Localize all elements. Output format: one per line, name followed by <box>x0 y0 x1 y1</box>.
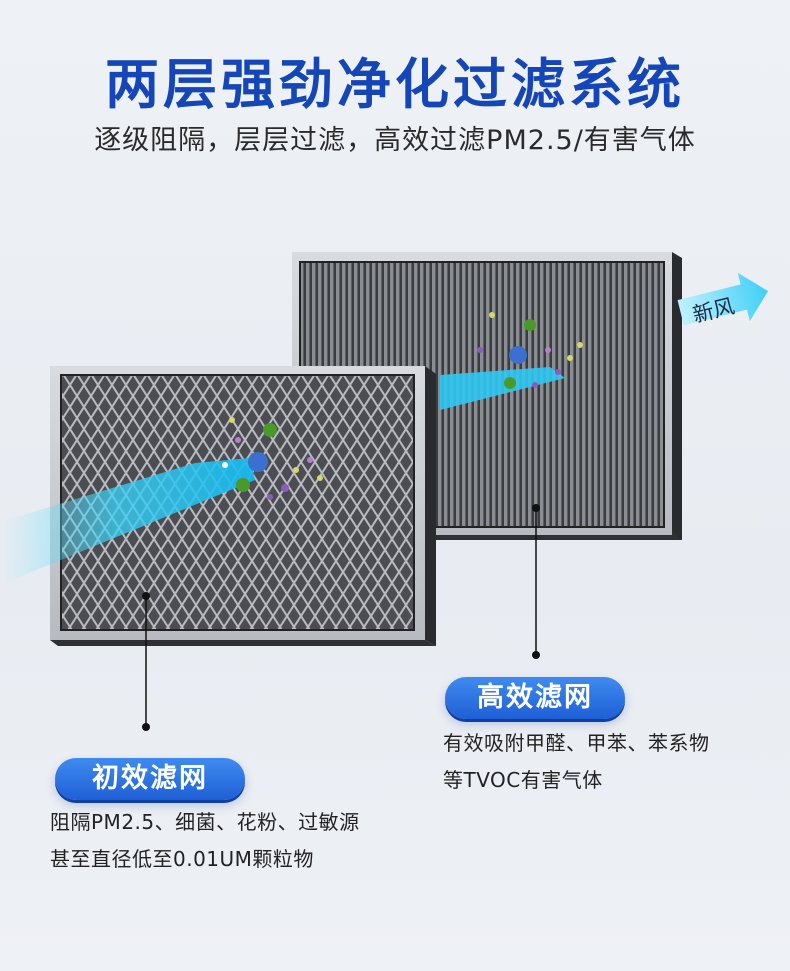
hepa-filter-badge: 高效滤网 <box>445 677 625 719</box>
fresh-air-arrow <box>677 272 769 326</box>
page-title: 两层强劲净化过滤系统 <box>105 53 685 116</box>
airflow-beam-front <box>0 458 255 585</box>
primary-desc-line: 甚至直径低至0.01UM颗粒物 <box>50 847 314 871</box>
primary-desc-line: 阻隔PM2.5、细菌、花粉、过敏源 <box>50 810 360 834</box>
page-subtitle: 逐级阻隔，层层过滤，高效过滤PM2.5/有害气体 <box>94 125 696 156</box>
hepa-desc-line: 有效吸附甲醛、甲苯、苯系物 <box>443 731 710 755</box>
particles-back <box>477 312 583 389</box>
hepa-leader-line <box>532 504 540 659</box>
primary-filter-panel <box>50 366 436 646</box>
hepa-desc-line: 等TVOC有害气体 <box>443 768 603 792</box>
airflow-beam-back <box>440 367 565 410</box>
primary-leader-line <box>142 592 150 731</box>
primary-filter-badge: 初效滤网 <box>55 758 245 800</box>
primary-filter-description: 阻隔PM2.5、细菌、花粉、过敏源 甚至直径低至0.01UM颗粒物 <box>50 804 360 878</box>
particles-front <box>222 417 323 500</box>
hepa-filter-description: 有效吸附甲醛、甲苯、苯系物 等TVOC有害气体 <box>443 725 710 799</box>
